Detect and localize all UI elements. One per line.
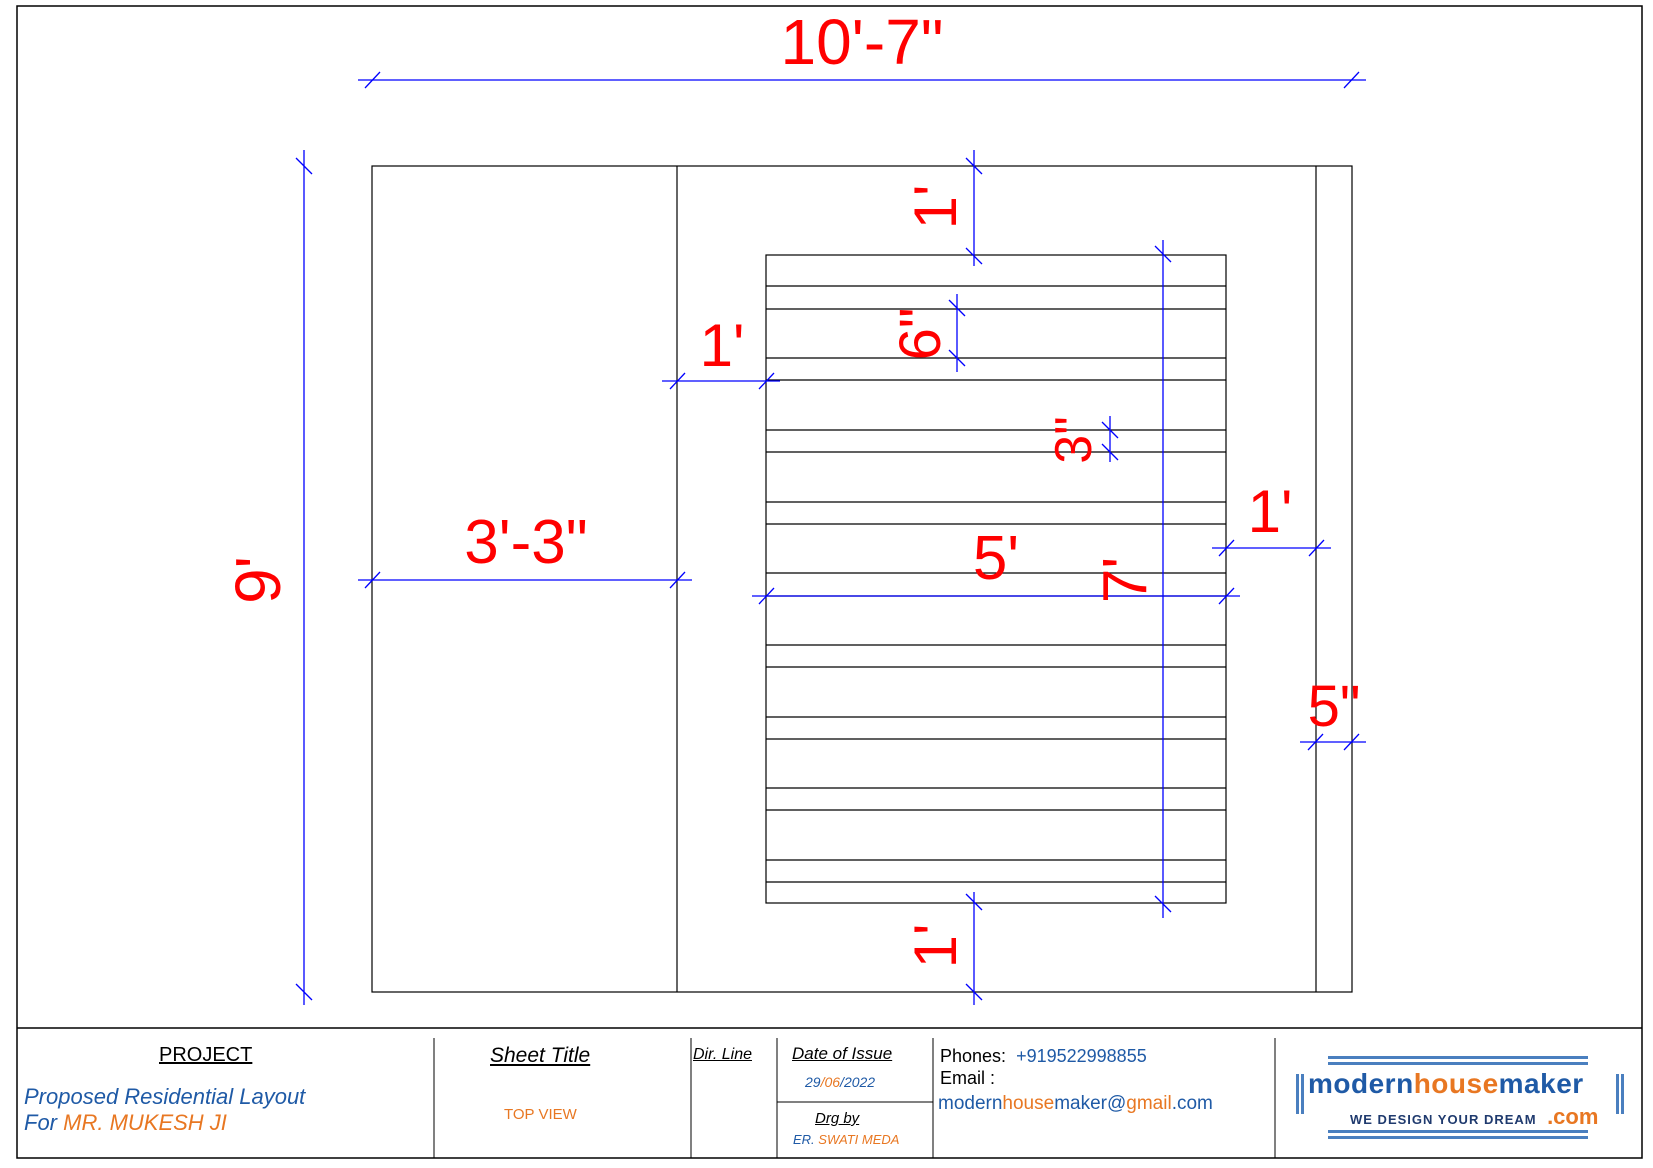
logo-word2: house — [1413, 1068, 1499, 1099]
label-frame-depth: 5" — [1308, 674, 1361, 739]
label-louver-width: 5' — [973, 524, 1019, 593]
logo-suffix: .com — [1547, 1104, 1599, 1129]
sheet-border — [16, 5, 1643, 1159]
logo-tagline-row: WE DESIGN YOUR DREAM .com — [1350, 1104, 1598, 1130]
logo-bar-bottom2 — [1328, 1136, 1588, 1139]
tick — [669, 372, 686, 390]
logo-word3: maker — [1498, 1068, 1584, 1099]
logo-wordmark: modernhousemaker — [1308, 1068, 1584, 1100]
logo-bar-top — [1328, 1056, 1588, 1059]
logo-side-left2 — [1301, 1074, 1304, 1114]
project-line2-prefix: For — [24, 1110, 64, 1135]
dimension-lines — [295, 71, 1366, 1005]
sheet-title-value: TOP VIEW — [504, 1106, 577, 1123]
tick — [669, 571, 686, 589]
email-label: Email : — [940, 1068, 996, 1088]
project-label: PROJECT — [159, 1044, 253, 1066]
company-logo: modernhousemaker WE DESIGN YOUR DREAM .c… — [1290, 1052, 1630, 1140]
email-part3: maker@ — [1054, 1093, 1127, 1114]
label-left-panel: 3'-3" — [464, 508, 587, 577]
date-sep1: / — [820, 1074, 825, 1090]
logo-word1: modern — [1308, 1068, 1414, 1099]
sheet-title-label: Sheet Title — [490, 1044, 591, 1067]
email-part5: .com — [1171, 1093, 1213, 1114]
drawn-by-label: Drg by — [815, 1110, 860, 1127]
email-part1: modern — [938, 1093, 1003, 1114]
label-left-gap: 1' — [700, 312, 745, 379]
tick — [948, 299, 966, 317]
label-overall-height: 9' — [222, 556, 294, 604]
tick — [965, 247, 983, 265]
logo-bar-top2 — [1328, 1062, 1588, 1065]
outer-frame — [371, 165, 1353, 993]
date-year: 2022 — [843, 1074, 876, 1090]
email-part2: house — [1002, 1093, 1055, 1114]
tick — [1218, 539, 1235, 557]
plan-geometry — [371, 165, 1353, 993]
phones-label: Phones: — [940, 1046, 1007, 1066]
tick — [1307, 733, 1324, 751]
tick — [965, 157, 983, 175]
logo-side-left — [1296, 1074, 1299, 1114]
tick — [965, 983, 983, 1001]
tick — [758, 372, 775, 390]
logo-tagline: WE DESIGN YOUR DREAM — [1350, 1112, 1537, 1127]
label-overall-width: 10'-7" — [780, 6, 943, 78]
date-sep2: / — [840, 1074, 844, 1090]
date-of-issue-label: Date of Issue — [792, 1044, 893, 1063]
tick — [1154, 895, 1172, 913]
tick — [1218, 587, 1235, 605]
tick — [364, 571, 381, 589]
project-client: MR. MUKESH JI — [63, 1110, 227, 1135]
label-bottom-gap: 1' — [902, 924, 969, 969]
label-slat-spacing: 6" — [888, 308, 953, 361]
tick — [295, 157, 313, 175]
phones-value[interactable]: +919522998855 — [1016, 1046, 1147, 1066]
label-right-gap: 1' — [1248, 478, 1293, 545]
email-value[interactable]: modernhousemaker@gmail.com — [938, 1093, 1213, 1115]
tick — [758, 587, 775, 605]
tick — [948, 349, 966, 367]
louver-panel — [765, 254, 1227, 904]
dir-line-label: Dir. Line — [693, 1046, 752, 1063]
tick — [1343, 733, 1360, 751]
project-line2: For MR. MUKESH JI — [24, 1110, 227, 1136]
date-day: 29 — [805, 1074, 821, 1090]
drawn-by-value: ER. SWATI MEDA — [793, 1132, 899, 1147]
phones-row: Phones: +919522998855 — [940, 1046, 1147, 1067]
title-block-grid — [433, 1038, 1276, 1158]
tick — [965, 893, 983, 911]
logo-side-right2 — [1621, 1074, 1624, 1114]
date-of-issue-value: 29/06/2022 — [805, 1074, 875, 1090]
date-month: 06 — [824, 1074, 841, 1090]
tick — [1343, 71, 1360, 89]
label-top-gap: 1' — [902, 185, 969, 230]
drawn-by-name: SWATI MEDA — [818, 1132, 900, 1147]
email-part4: gmail — [1126, 1093, 1172, 1114]
tick — [1308, 539, 1325, 557]
logo-side-right — [1616, 1074, 1619, 1114]
tick — [1154, 245, 1172, 263]
tick — [364, 71, 381, 89]
label-slat-depth: 3" — [1045, 416, 1103, 463]
tick — [1101, 421, 1119, 439]
louver-slats — [766, 285, 1226, 883]
tick — [295, 983, 313, 1001]
drawn-by-prefix: ER. — [793, 1132, 819, 1147]
label-louver-height: 7' — [1091, 557, 1160, 603]
project-line1: Proposed Residential Layout — [24, 1084, 306, 1109]
tick — [1101, 443, 1119, 461]
logo-bar-bottom — [1328, 1130, 1588, 1133]
